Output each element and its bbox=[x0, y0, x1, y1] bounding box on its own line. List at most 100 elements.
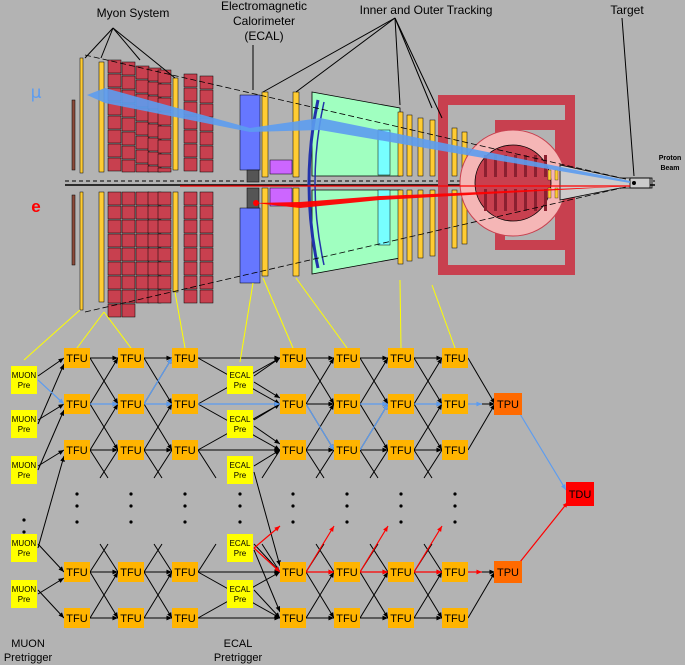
tfu-node-box bbox=[64, 440, 90, 460]
vertex-plane bbox=[514, 189, 517, 211]
tpu-node-upper-label: TPU bbox=[497, 399, 519, 411]
trigger-nodes: TFUTFUTFUTFUTFUTFUTFUTFUTFUTFUTFUTFUTFUT… bbox=[11, 348, 594, 628]
tfu-node-box bbox=[172, 348, 198, 368]
absorber-block bbox=[121, 117, 136, 132]
arrowhead bbox=[274, 358, 280, 364]
absorber-block bbox=[157, 153, 172, 168]
absorber-block bbox=[107, 289, 122, 304]
absorber-block bbox=[183, 289, 198, 304]
ellipsis-dot bbox=[129, 504, 133, 508]
arrowhead bbox=[166, 447, 172, 453]
ellipsis-dot bbox=[291, 492, 295, 496]
tfu-node-box bbox=[442, 608, 468, 628]
absorber-block bbox=[157, 139, 172, 154]
connection bbox=[315, 543, 335, 573]
arrow bbox=[413, 525, 443, 573]
arrowhead bbox=[113, 572, 118, 578]
tfu-node-box bbox=[388, 348, 414, 368]
arrowhead bbox=[112, 401, 118, 407]
absorber-block bbox=[107, 303, 122, 318]
absorber-block bbox=[157, 205, 172, 220]
muon-pre-node-label: MUON bbox=[12, 371, 37, 380]
tfu-node-label: TFU bbox=[174, 445, 195, 457]
annotation-pointers bbox=[84, 17, 635, 177]
connection bbox=[369, 543, 389, 573]
vertex-plane bbox=[547, 187, 552, 199]
tfu-node-label: TFU bbox=[120, 567, 141, 579]
tfu-node: TFU bbox=[280, 562, 306, 582]
ellipsis-dot bbox=[291, 504, 295, 508]
arrow bbox=[253, 471, 281, 567]
arrowhead bbox=[383, 398, 388, 404]
ecal-pre-node-box bbox=[227, 410, 253, 438]
arrow bbox=[253, 547, 281, 573]
arrowhead bbox=[437, 526, 442, 532]
absorber-block bbox=[199, 89, 214, 104]
connection bbox=[153, 449, 173, 479]
absorber-block bbox=[107, 59, 122, 74]
tfu-node-box bbox=[172, 608, 198, 628]
tfu-node-box bbox=[388, 562, 414, 582]
tdu-node: TDU bbox=[566, 482, 594, 506]
absorber-block bbox=[107, 73, 122, 88]
tfu-node-box bbox=[118, 394, 144, 414]
absorber-block bbox=[157, 247, 172, 262]
absorber-block bbox=[135, 121, 150, 136]
arrowhead bbox=[166, 355, 172, 361]
arrow bbox=[143, 357, 173, 405]
vertex-plane bbox=[494, 155, 497, 177]
arrowhead bbox=[328, 569, 334, 575]
arrowhead bbox=[58, 358, 64, 364]
detector-to-trigger-links bbox=[23, 277, 456, 363]
arrowhead bbox=[58, 404, 64, 409]
tdu-node-label: TDU bbox=[569, 489, 592, 501]
ellipsis-dots bbox=[22, 492, 457, 534]
tfu-node-label: TFU bbox=[282, 399, 303, 411]
connection bbox=[423, 543, 443, 573]
arrow bbox=[519, 501, 569, 563]
tfu-node: TFU bbox=[64, 608, 90, 628]
arrowhead bbox=[382, 355, 388, 361]
arrowhead bbox=[328, 615, 334, 621]
arrow bbox=[359, 403, 389, 451]
arrow bbox=[253, 589, 281, 619]
ecal-pretrigger-label-1: ECAL bbox=[224, 638, 253, 650]
absorber-block bbox=[107, 143, 122, 158]
arrowhead bbox=[167, 612, 172, 618]
arrow bbox=[37, 543, 65, 573]
absorber-block bbox=[183, 191, 198, 206]
tfu-node-box bbox=[172, 440, 198, 460]
connection bbox=[369, 449, 389, 479]
arrow bbox=[305, 357, 335, 405]
arrowhead bbox=[167, 398, 172, 404]
ellipsis-dot bbox=[75, 504, 79, 508]
tfu-node: TFU bbox=[64, 394, 90, 414]
muon-pre-node-box bbox=[11, 580, 37, 608]
arrow bbox=[37, 409, 65, 471]
absorber-block bbox=[199, 159, 214, 173]
tfu-node-box bbox=[442, 394, 468, 414]
proton-label: Proton bbox=[659, 155, 682, 162]
arrowhead bbox=[275, 606, 281, 612]
ellipsis-dot bbox=[453, 520, 457, 524]
absorber-block bbox=[183, 129, 198, 144]
tfu-node: TFU bbox=[280, 608, 306, 628]
arrow bbox=[359, 525, 389, 573]
tracker-plane bbox=[406, 189, 413, 262]
ecal-label-line2: Calorimeter bbox=[233, 14, 295, 28]
ecal-pre-node-box bbox=[227, 580, 253, 608]
absorber-block bbox=[121, 289, 136, 304]
ecal-label-line1: Electromagnetic bbox=[221, 0, 307, 13]
muon-absorbers bbox=[107, 59, 214, 318]
arrowhead bbox=[476, 569, 482, 575]
arrowhead bbox=[383, 444, 388, 450]
connection bbox=[197, 543, 217, 573]
connection bbox=[423, 449, 443, 479]
absorber-block bbox=[121, 205, 136, 220]
arrow bbox=[359, 571, 389, 619]
arrowhead bbox=[58, 578, 64, 583]
ecal bbox=[239, 91, 300, 284]
